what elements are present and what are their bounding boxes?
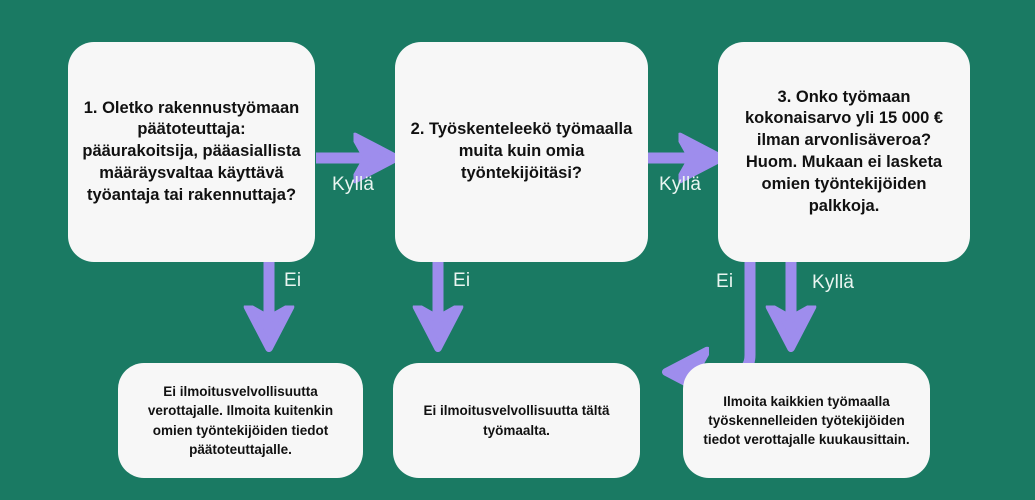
edge-label-q2-q3: Kyllä [659, 174, 702, 195]
flowchart-node-outcome-1: Ei ilmoitusvelvollisuutta verottajalle. … [118, 363, 363, 478]
flowchart-node-text: Ei ilmoitusvelvollisuutta tältä työmaalt… [423, 403, 610, 438]
flowchart-node-question-1: 1. Oletko rakennustyömaan päätoteuttaja:… [68, 42, 315, 262]
edge-label-q2-o2: Ei [453, 270, 471, 291]
edge-label-q1-o1: Ei [284, 270, 302, 291]
flowchart-node-text: 2. Työskenteleekö työmaalla muita kuin o… [410, 120, 633, 182]
flowchart-node-text: 3. Onko työmaan kokonaisarvo yli 15 000 … [744, 87, 944, 215]
flowchart-node-question-2: 2. Työskenteleekö työmaalla muita kuin o… [395, 42, 648, 262]
flowchart-node-outcome-2: Ei ilmoitusvelvollisuutta tältä työmaalt… [393, 363, 640, 478]
flowchart-node-text: 1. Oletko rakennustyömaan päätoteuttaja:… [82, 98, 301, 204]
flowchart-node-text: Ilmoita kaikkien työmaalla työskennellei… [703, 393, 910, 448]
flowchart-node-outcome-3: Ilmoita kaikkien työmaalla työskennellei… [683, 363, 930, 478]
flowchart-node-text: Ei ilmoitusvelvollisuutta verottajalle. … [147, 384, 334, 457]
edge-label-q3-o3: Kyllä [812, 272, 855, 293]
edge-label-q3-o2: Ei [716, 271, 734, 292]
flowchart-node-question-3: 3. Onko työmaan kokonaisarvo yli 15 000 … [718, 42, 970, 262]
edge-label-q1-q2: Kyllä [332, 174, 375, 195]
